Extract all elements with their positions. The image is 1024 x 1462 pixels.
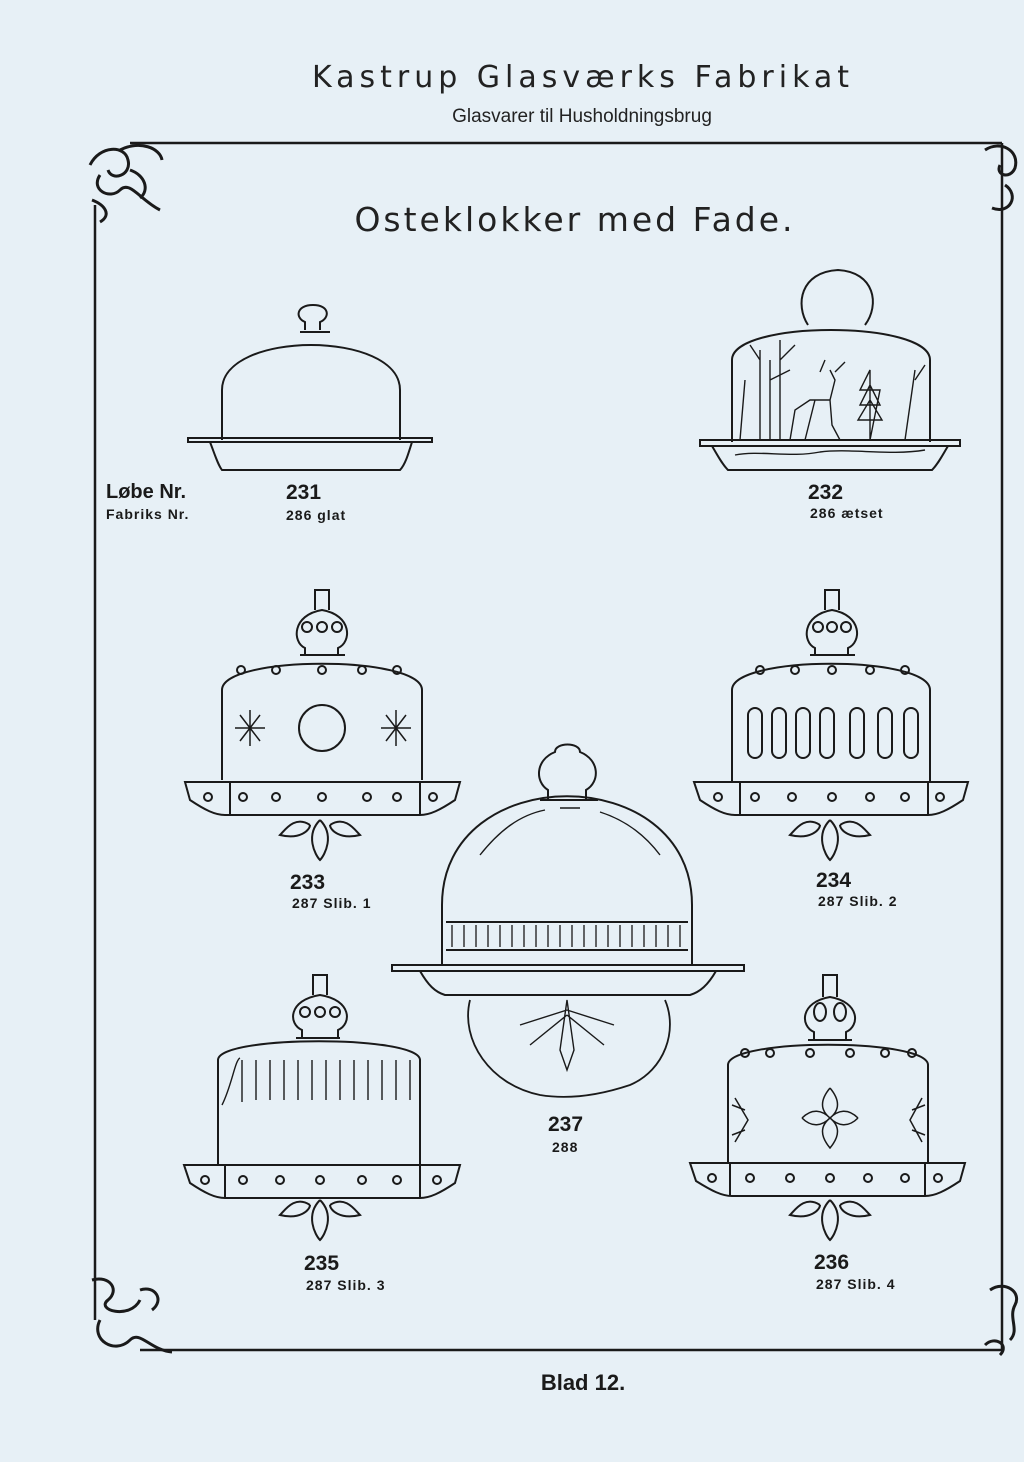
page-title: Osteklokker med Fade.: [354, 200, 796, 239]
corner-ornament-top-right: [984, 144, 1018, 211]
page-footer: Blad 12.: [540, 1370, 626, 1395]
item-233-fabriks-nr: 287 Slib. 1: [292, 895, 372, 911]
item-232-lobe-nr: 232: [808, 481, 844, 504]
item-231-lobe-nr: 231: [286, 481, 322, 504]
header-title: Kastrup Glasværks Fabrikat: [311, 60, 855, 95]
item-234-lobe-nr: 234: [816, 869, 852, 892]
cheese-dome-231: [187, 303, 433, 471]
cheese-dome-235: [182, 974, 462, 1242]
corner-ornament-top-left: [88, 144, 164, 224]
item-236-fabriks-nr: 287 Slib. 4: [816, 1276, 896, 1292]
page-frame: [93, 141, 1004, 1352]
corner-ornament-bottom-left: [91, 1277, 173, 1354]
cheese-dome-232: [699, 268, 961, 471]
cheese-dome-233: [183, 589, 462, 862]
item-237-fabriks-nr: 288: [552, 1139, 579, 1155]
cheese-dome-234: [692, 589, 970, 862]
item-231-fabriks-nr: 286 glat: [286, 507, 347, 523]
item-236-lobe-nr: 236: [814, 1251, 850, 1274]
item-232-fabriks-nr: 286 ætset: [810, 505, 884, 521]
item-233-lobe-nr: 233: [290, 871, 326, 894]
item-235-lobe-nr: 235: [304, 1252, 340, 1275]
legend-lobe-nr: Løbe Nr.: [106, 481, 187, 503]
cheese-dome-237: [391, 743, 745, 1098]
item-234-fabriks-nr: 287 Slib. 2: [818, 893, 898, 909]
cheese-dome-236: [688, 974, 967, 1242]
legend-fabriks-nr: Fabriks Nr.: [106, 506, 190, 522]
item-235-fabriks-nr: 287 Slib. 3: [306, 1277, 386, 1293]
item-237-lobe-nr: 237: [548, 1113, 584, 1136]
header-subtitle: Glasvarer til Husholdningsbrug: [452, 106, 712, 127]
corner-ornament-bottom-right: [983, 1284, 1019, 1357]
